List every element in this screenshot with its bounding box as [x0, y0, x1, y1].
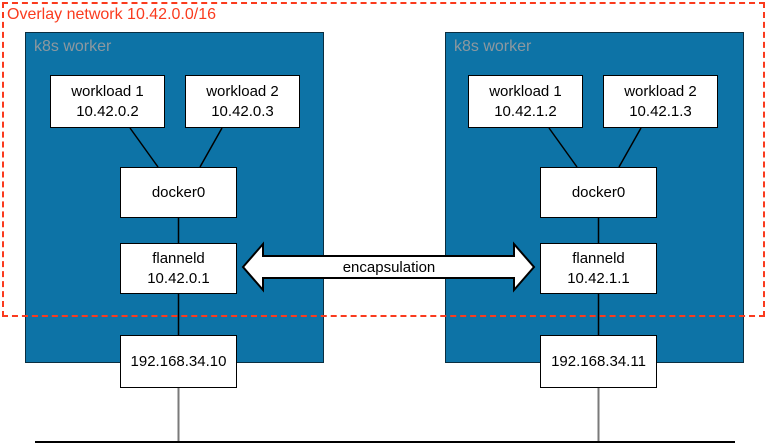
workload1-left-name: workload 1	[71, 82, 144, 100]
k8s-worker-label-right: k8s worker	[454, 38, 532, 55]
workload1-right-ip: 10.42.1.2	[494, 102, 557, 120]
encapsulation-arrow	[241, 241, 536, 293]
workload2-right-name: workload 2	[624, 82, 697, 100]
workload1-left-ip: 10.42.0.2	[76, 102, 139, 120]
line-workload1-docker0-left	[129, 127, 159, 168]
node-docker0-right: docker0	[540, 167, 657, 218]
line-workload2-docker0-right	[618, 127, 642, 168]
line-workload2-docker0-left	[199, 127, 223, 168]
node-flanneld-left: flanneld 10.42.0.1	[120, 243, 237, 294]
node-flanneld-right: flanneld 10.42.1.1	[540, 243, 657, 294]
flanneld-right-name: flanneld	[572, 249, 625, 267]
node-workload1-right: workload 1 10.42.1.2	[468, 75, 583, 128]
line-workload1-docker0-right	[548, 127, 578, 168]
node-workload1-left: workload 1 10.42.0.2	[50, 75, 165, 128]
docker0-left-name: docker0	[151, 183, 206, 201]
encapsulation-label: encapsulation	[342, 259, 436, 276]
workload1-right-name: workload 1	[489, 82, 562, 100]
docker0-right-name: docker0	[571, 183, 626, 201]
node-docker0-left: docker0	[120, 167, 237, 218]
workload2-left-name: workload 2	[206, 82, 279, 100]
flanneld-left-ip: 10.42.0.1	[147, 269, 210, 287]
workload2-left-ip: 10.42.0.3	[211, 102, 274, 120]
node-workload2-right: workload 2 10.42.1.3	[603, 75, 718, 128]
node-hostip-left: 192.168.34.10	[120, 335, 237, 388]
hostip-left-value: 192.168.34.10	[130, 352, 227, 370]
workload2-right-ip: 10.42.1.3	[629, 102, 692, 120]
k8s-worker-label-left: k8s worker	[34, 38, 112, 55]
flanneld-left-name: flanneld	[152, 249, 205, 267]
hostip-right-value: 192.168.34.11	[551, 352, 646, 370]
flanneld-right-ip: 10.42.1.1	[567, 269, 630, 287]
node-workload2-left: workload 2 10.42.0.3	[185, 75, 300, 128]
overlay-network-title: Overlay network 10.42.0.0/16	[7, 6, 217, 23]
node-hostip-right: 192.168.34.11	[540, 335, 657, 388]
